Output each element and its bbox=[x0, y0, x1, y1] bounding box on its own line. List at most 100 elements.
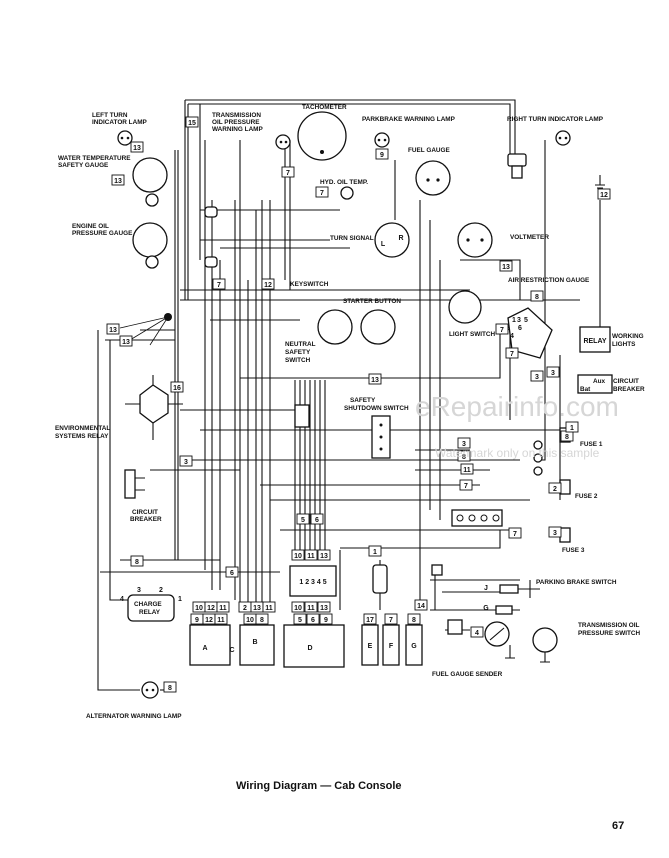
charge-relay-term-4: 4 bbox=[120, 596, 124, 603]
trans-switch-label-2: PRESSURE SWITCH bbox=[578, 630, 641, 637]
wire-number-11: 11 bbox=[219, 605, 227, 612]
wire-number-8: 8 bbox=[168, 685, 172, 692]
hyd-oil-temp-label: HYD. OIL TEMP. bbox=[320, 179, 368, 186]
bulb-socket-2 bbox=[204, 256, 218, 268]
wire-number-box bbox=[368, 373, 382, 385]
tachometer-label: TACHOMETER bbox=[302, 104, 347, 111]
wire-number-box bbox=[262, 601, 276, 613]
connector-b: B bbox=[239, 624, 275, 666]
connector-e-label: E bbox=[368, 643, 373, 650]
wire-number-12: 12 bbox=[264, 282, 272, 289]
wire-number-box bbox=[225, 566, 239, 578]
working-lights-label-1: WORKING bbox=[612, 333, 644, 340]
wire-number-9: 9 bbox=[380, 152, 384, 159]
wire-number-10: 10 bbox=[294, 553, 302, 560]
neutral-label-2: SAFETY bbox=[285, 349, 311, 356]
watermark-main: eRepairinfo.com bbox=[415, 391, 619, 422]
connector-c-label: C bbox=[229, 647, 234, 654]
trans-lamp-label-1: TRANSMISSION bbox=[212, 112, 261, 119]
trans-lamp-label-2: OIL PRESSURE bbox=[212, 119, 260, 126]
cb-right-label-1: CIRCUIT bbox=[613, 378, 639, 385]
wire-number-box bbox=[368, 545, 382, 557]
wire-number-13: 13 bbox=[502, 264, 510, 271]
safety-shutdown-switch bbox=[371, 415, 391, 459]
shutdown-label-2: SHUTDOWN SWITCH bbox=[344, 405, 409, 412]
wire-number-box bbox=[565, 421, 579, 433]
environmental-systems-relay bbox=[125, 375, 183, 440]
wire-number-11: 11 bbox=[463, 467, 471, 474]
wire-number-box bbox=[261, 278, 275, 290]
shutdown-label-1: SAFETY bbox=[350, 397, 376, 404]
aux-label: Aux bbox=[593, 378, 606, 385]
connector-f: F bbox=[382, 624, 400, 666]
connector-a-label: A bbox=[202, 645, 207, 652]
light-switch-label: LIGHT SWITCH bbox=[449, 331, 496, 338]
starter-button-label: STARTER BUTTON bbox=[343, 298, 401, 305]
watermark-sub: Watermark only on this sample bbox=[435, 446, 600, 460]
wire-number-7: 7 bbox=[217, 282, 221, 289]
wire-number-8: 8 bbox=[565, 434, 569, 441]
circuit-breaker-right: Aux Bat bbox=[577, 374, 613, 394]
alternator-lamp-label: ALTERNATOR WARNING LAMP bbox=[86, 713, 182, 720]
wire-number-6: 6 bbox=[311, 617, 315, 624]
parkbrake-warning-lamp bbox=[374, 132, 390, 148]
wire-number-12: 12 bbox=[207, 605, 215, 612]
water-temp-label-1: WATER TEMPERATURE bbox=[58, 155, 131, 162]
circuit-breaker-left bbox=[124, 469, 145, 499]
parkbrake-lamp-label: PARKBRAKE WARNING LAMP bbox=[362, 116, 456, 123]
engine-oil-label-2: PRESSURE GAUGE bbox=[72, 230, 133, 237]
wire-number-11: 11 bbox=[217, 617, 225, 624]
wire-number-5: 5 bbox=[298, 617, 302, 624]
wire-number-box bbox=[317, 601, 331, 613]
wire-number-box bbox=[293, 613, 307, 625]
wire-number-box bbox=[185, 116, 199, 128]
wire-number-box bbox=[548, 482, 562, 494]
wire-number-box bbox=[306, 613, 320, 625]
water-temp-label-2: SAFETY GAUGE bbox=[58, 162, 109, 169]
charge-relay-label-2: RELAY bbox=[139, 609, 161, 616]
wire-number-9: 9 bbox=[324, 617, 328, 624]
wire-number-box bbox=[216, 601, 230, 613]
wire-number-box bbox=[304, 601, 318, 613]
wire-number-box bbox=[319, 613, 333, 625]
wire-number-box bbox=[375, 148, 389, 160]
connector-f-label: F bbox=[389, 643, 394, 650]
page-number: 67 bbox=[612, 820, 624, 832]
right-turn-connector bbox=[507, 153, 527, 179]
wire-number-11: 11 bbox=[307, 605, 315, 612]
cb-left-label-2: BREAKER bbox=[130, 516, 162, 523]
parking-brake-switch-label: PARKING BRAKE SWITCH bbox=[536, 579, 617, 586]
wire-number-13: 13 bbox=[122, 339, 130, 346]
wire-number-3: 3 bbox=[462, 441, 466, 448]
wire-number-1: 1 bbox=[570, 425, 574, 432]
wire-number-box bbox=[212, 278, 226, 290]
engine-oil-pressure-gauge bbox=[132, 222, 168, 269]
ls-term-4: 4 bbox=[510, 333, 514, 340]
fuse2-label: FUSE 2 bbox=[575, 493, 598, 500]
wire-number-1: 1 bbox=[373, 549, 377, 556]
g-label-right: G bbox=[483, 605, 489, 612]
ground-splice bbox=[119, 313, 172, 346]
working-lights-label-2: LIGHTS bbox=[612, 341, 636, 348]
wire-number-box bbox=[304, 549, 318, 561]
cb-left-label-1: CIRCUIT bbox=[132, 509, 158, 516]
right-turn-label: RIGHT TURN INDICATOR LAMP bbox=[507, 116, 604, 123]
wire-number-box bbox=[548, 526, 562, 538]
wire-number-15: 15 bbox=[188, 120, 196, 127]
engine-oil-label-1: ENGINE OIL bbox=[72, 223, 109, 230]
connector-j-label: J bbox=[484, 585, 488, 592]
wire-number-box bbox=[281, 166, 295, 178]
wire-number-3: 3 bbox=[535, 374, 539, 381]
relay-label: RELAY bbox=[583, 338, 606, 345]
wire-number-box bbox=[459, 479, 473, 491]
wire-number-box bbox=[407, 613, 421, 625]
env-relay-label-2: SYSTEMS RELAY bbox=[55, 433, 109, 440]
wire-number-7: 7 bbox=[464, 483, 468, 490]
wire-number-box bbox=[111, 174, 125, 186]
wire-number-box bbox=[130, 555, 144, 567]
fuel-sender-label: FUEL GAUGE SENDER bbox=[432, 671, 503, 678]
wire-number-10: 10 bbox=[195, 605, 203, 612]
wire-number-box bbox=[460, 463, 474, 475]
